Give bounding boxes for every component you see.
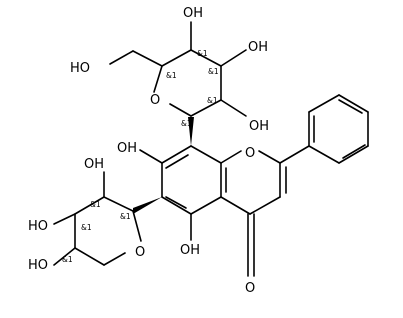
glucose-c6-hydroxyl-label: HO (70, 61, 90, 76)
glucose-c4-hydroxyl-label: OH (183, 6, 203, 21)
stereo-label-glc-c4: &1 (197, 49, 208, 58)
chromone-core (139, 117, 287, 277)
phenyl-ring (279, 94, 369, 164)
atom-labels: HO OH OH OH O OH O OH HO HO O OH O (28, 6, 269, 296)
stereo-label-glc-c2: &1 (207, 96, 218, 105)
stereo-label-glc-c3: &1 (208, 67, 219, 76)
stereo-label-pentose-c3: &1 (90, 200, 101, 209)
pentose-c1-hydroxyl-label: HO (28, 258, 48, 273)
c7-hydroxyl-label: OH (117, 141, 137, 156)
stereo-label-pentose-c1: &1 (120, 212, 131, 221)
stereo-label-pentose-c2: &1 (81, 223, 92, 232)
chromone-ring-oxygen-label: O (245, 146, 255, 161)
pentose-ring-oxygen-label: O (135, 245, 145, 260)
stereo-labels: &1 &1 &1 &1 &1 &1 &1 &1 &1 (62, 49, 219, 264)
glucose-c2-hydroxyl-label: OH (249, 119, 269, 134)
glucose-c3-hydroxyl-label: OH (248, 40, 268, 55)
stereo-label-glc-c5: &1 (166, 71, 177, 80)
glucose-ring (109, 21, 247, 117)
pentose-c2-hydroxyl-label: HO (28, 219, 48, 234)
stereo-label-pentose-c4: &1 (62, 255, 73, 264)
carbonyl-oxygen-label: O (245, 281, 255, 296)
glucose-ring-oxygen-label: O (150, 93, 160, 108)
pentose-ring (53, 171, 162, 266)
c5-hydroxyl-label: OH (180, 243, 200, 258)
pentose-c3-hydroxyl-label: OH (84, 157, 104, 172)
stereo-label-glc-c1: &1 (181, 119, 192, 128)
